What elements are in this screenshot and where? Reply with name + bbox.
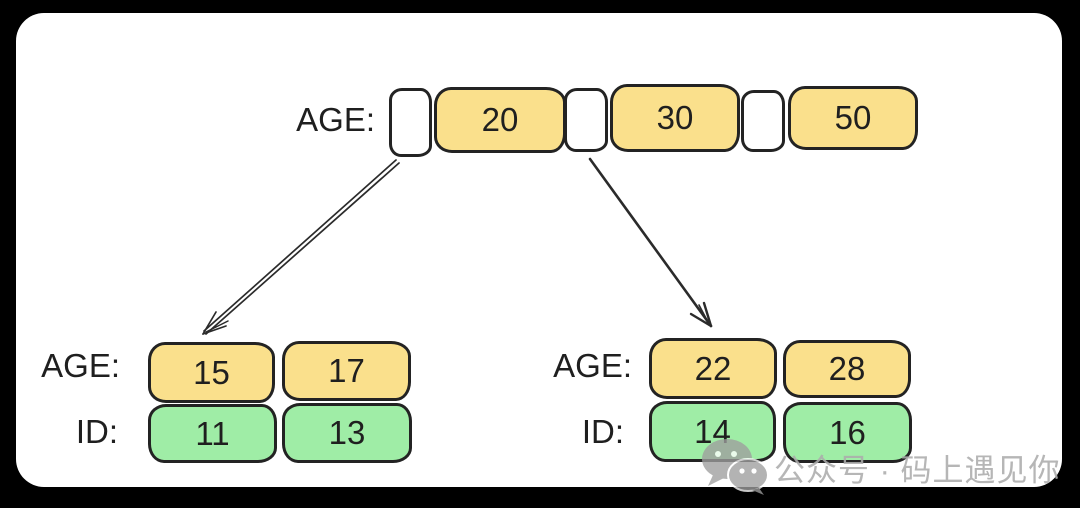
root-key-cell-30: 30 bbox=[610, 84, 740, 152]
watermark-text: 公众号 · 码上遇见你 bbox=[774, 452, 1061, 488]
right-leaf-age-cell-22: 22 bbox=[649, 338, 777, 399]
root-pointer-cell-2 bbox=[564, 88, 608, 152]
left-leaf-age-label: AGE: bbox=[41, 347, 120, 384]
root-pointer-cell-3 bbox=[741, 90, 785, 152]
left-leaf-id-cell-11: 11 bbox=[148, 404, 277, 463]
left-leaf-age-cell-17: 17 bbox=[282, 341, 411, 401]
watermark: 公众号 · 码上遇见你 bbox=[700, 438, 1061, 496]
right-leaf-id-label: ID: bbox=[581, 413, 624, 450]
root-age-label: AGE: bbox=[296, 101, 375, 138]
wechat-icon bbox=[702, 439, 769, 495]
left-leaf-id-label: ID: bbox=[75, 413, 118, 450]
root-key-cell-20: 20 bbox=[434, 87, 566, 153]
right-leaf-id-cell-16: 16 bbox=[783, 402, 912, 463]
right-leaf-age-cell-28: 28 bbox=[783, 340, 911, 398]
root-key-cell-50: 50 bbox=[788, 86, 918, 150]
root-pointer-cell-1 bbox=[389, 88, 432, 157]
left-leaf-id-cell-13: 13 bbox=[282, 403, 412, 463]
left-leaf-age-cell-15: 15 bbox=[148, 342, 275, 403]
right-leaf-age-label: AGE: bbox=[553, 347, 632, 384]
